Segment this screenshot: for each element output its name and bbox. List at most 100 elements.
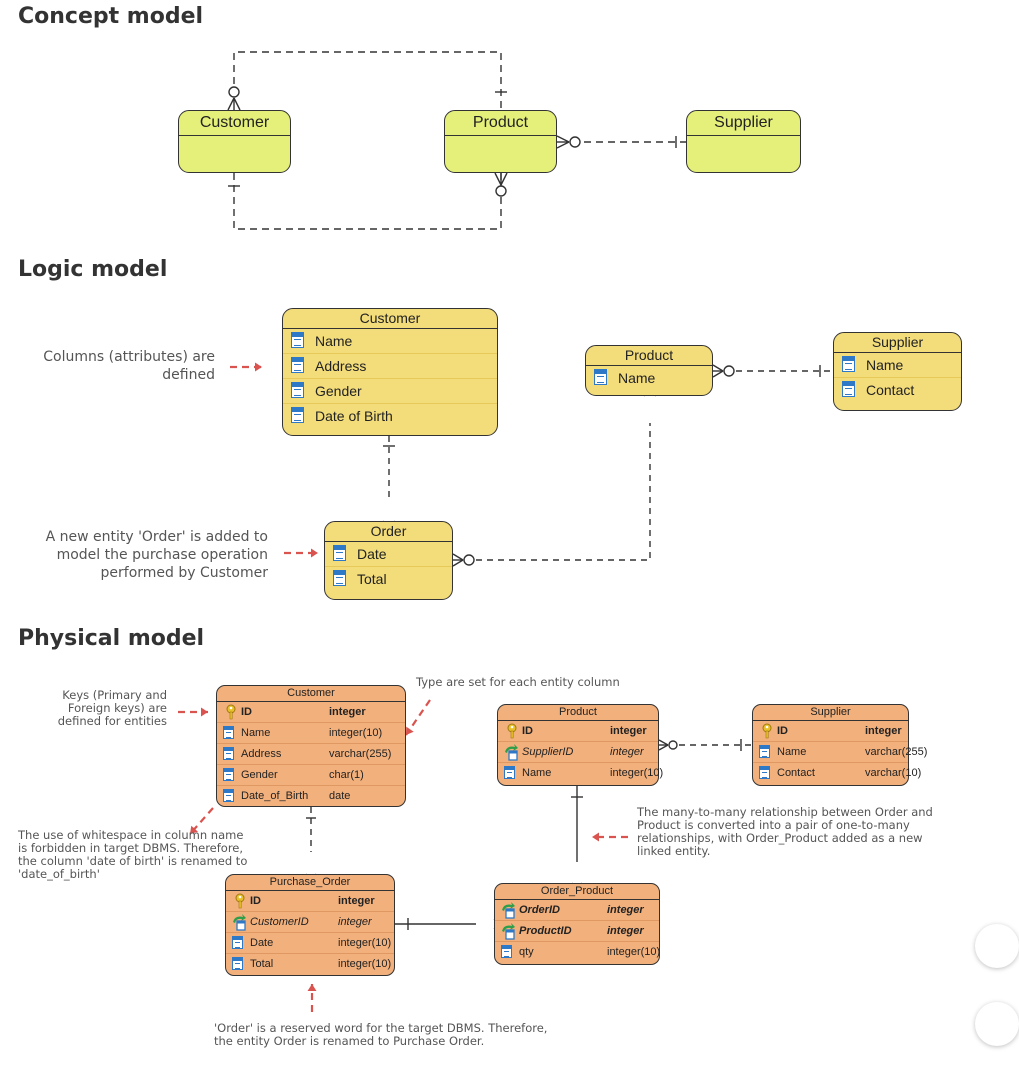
entity-title: Supplier (687, 111, 800, 136)
entity-column[interactable]: Name (586, 366, 712, 390)
column-name: CustomerID (250, 916, 309, 928)
column-type: integer(10) (607, 946, 661, 958)
entity-title: Product (445, 111, 556, 136)
column-name: Date (357, 546, 387, 562)
column-icon (223, 747, 234, 760)
note-line: the column 'date of birth' is renamed to (18, 854, 248, 868)
column-name: Name (315, 333, 353, 349)
entity-column[interactable]: Address (283, 354, 497, 379)
crow-foot-mark (712, 370, 724, 378)
annotation-arrow-icon (190, 825, 199, 834)
crow-foot-mark (500, 172, 508, 186)
column-name: ID (777, 725, 788, 737)
note-line: Product is converted into a pair of one-… (637, 818, 910, 832)
annotation-arrow-icon (255, 362, 262, 372)
column-type: integer (865, 725, 902, 737)
column-type: integer (329, 706, 366, 718)
column-name: Date_of_Birth (241, 790, 309, 802)
entity-column[interactable]: Name (834, 353, 961, 378)
optional-circle (495, 185, 507, 197)
note-types: Type are set for each entity column (416, 676, 620, 689)
crow-foot-mark (227, 97, 235, 111)
concept-product-entity[interactable]: Product (444, 110, 557, 173)
entity-column[interactable]: Contact (834, 378, 961, 402)
column-icon (223, 789, 234, 802)
note-line: performed by Customer (100, 565, 268, 581)
optional-circle (569, 136, 581, 148)
column-type: integer(10) (338, 958, 392, 970)
column-icon (501, 945, 512, 958)
note-line: model the purchase operation (56, 547, 268, 563)
entity-column[interactable]: Date (325, 542, 452, 567)
relationship-customer-product-bottom (233, 173, 502, 230)
column-type: integer (610, 725, 647, 737)
primary-key-icon (226, 704, 236, 720)
crow-foot-mark (494, 172, 502, 186)
annotation-arrow-icon (307, 984, 317, 991)
scroll-up-button[interactable] (975, 924, 1019, 968)
note-line: 'Order' is a reserved word for the targe… (214, 1021, 548, 1035)
crow-foot-mark (658, 739, 669, 746)
entity-column[interactable]: Total integer(10) (226, 954, 394, 974)
entity-title: Customer (179, 111, 290, 136)
concept-supplier-entity[interactable]: Supplier (686, 110, 801, 173)
entity-title: Order_Product (495, 884, 659, 900)
entity-column[interactable]: Gender (283, 379, 497, 404)
column-icon (594, 369, 607, 385)
column-name: Date of Birth (315, 408, 393, 424)
foreign-key-icon (233, 914, 246, 931)
concept-customer-entity[interactable]: Customer (178, 110, 291, 173)
entity-title: Purchase_Order (226, 875, 394, 891)
note-line: Foreign keys) are (67, 701, 167, 715)
entity-column[interactable]: ID integer (753, 721, 908, 742)
optional-circle (463, 554, 475, 566)
annotation-arrow-icon (201, 707, 208, 717)
column-name: Name (241, 727, 271, 739)
note-line: A new entity 'Order' is added to (45, 529, 268, 545)
scroll-down-button[interactable] (975, 1002, 1019, 1046)
relationship-customer-product-top (233, 51, 502, 110)
entity-title: Supplier (834, 333, 961, 353)
column-type: integer (607, 904, 644, 916)
entity-column[interactable]: Name (283, 329, 497, 354)
annotation-arrow-icon (406, 726, 414, 735)
column-name: Total (250, 958, 274, 970)
column-icon (333, 545, 346, 561)
column-name: Gender (241, 769, 278, 781)
column-name: Gender (315, 383, 362, 399)
column-type: integer (610, 746, 644, 758)
note-line: The many-to-many relationship between Or… (637, 805, 933, 819)
note-line: Columns (attributes) are (43, 349, 215, 365)
concept-model-heading: Concept model (18, 4, 204, 29)
column-icon (842, 356, 855, 372)
entity-column[interactable]: Date of Birth (283, 404, 497, 428)
entity-column[interactable]: Total (325, 567, 452, 591)
